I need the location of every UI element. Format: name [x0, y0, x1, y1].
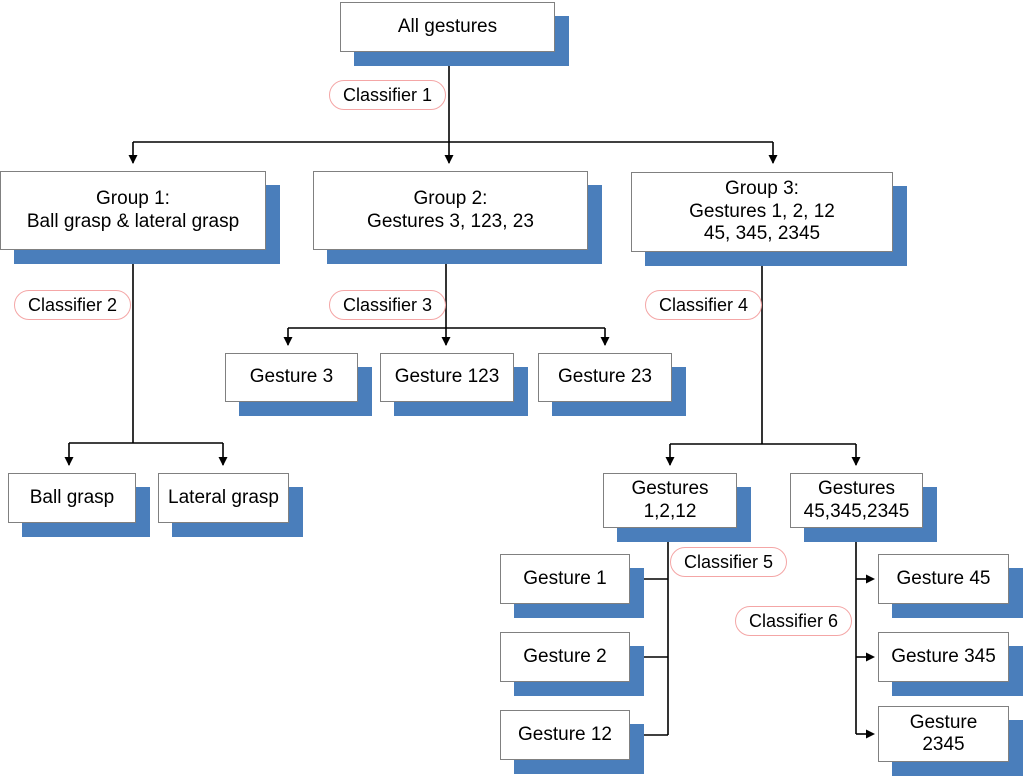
node-gs452345[interactable]: Gestures 45,345,2345: [790, 473, 923, 528]
node-g23[interactable]: Gesture 23: [538, 353, 672, 402]
node-latgrasp[interactable]: Lateral grasp: [158, 473, 289, 523]
node-ballgrasp[interactable]: Ball grasp: [8, 473, 136, 523]
node-g12[interactable]: Gesture 12: [500, 710, 630, 760]
classifier-label-c5[interactable]: Classifier 5: [670, 547, 787, 577]
node-g2[interactable]: Gesture 2: [500, 632, 630, 682]
classifier-label-c6[interactable]: Classifier 6: [735, 606, 852, 636]
node-group2[interactable]: Group 2: Gestures 3, 123, 23: [313, 171, 588, 250]
classifier-label-c1[interactable]: Classifier 1: [329, 80, 446, 110]
node-g345[interactable]: Gesture 345: [878, 632, 1009, 682]
node-g123[interactable]: Gesture 123: [380, 353, 514, 402]
node-g45[interactable]: Gesture 45: [878, 554, 1009, 604]
node-group1[interactable]: Group 1: Ball grasp & lateral grasp: [0, 171, 266, 250]
classifier-label-c3[interactable]: Classifier 3: [329, 290, 446, 320]
classifier-label-c4[interactable]: Classifier 4: [645, 290, 762, 320]
node-g3[interactable]: Gesture 3: [225, 353, 358, 402]
node-gs1212[interactable]: Gestures 1,2,12: [603, 473, 737, 528]
classifier-label-c2[interactable]: Classifier 2: [14, 290, 131, 320]
node-root[interactable]: All gestures: [340, 2, 555, 52]
node-g1[interactable]: Gesture 1: [500, 554, 630, 604]
node-group3[interactable]: Group 3: Gestures 1, 2, 12 45, 345, 2345: [631, 172, 893, 252]
node-g2345[interactable]: Gesture 2345: [878, 706, 1009, 762]
